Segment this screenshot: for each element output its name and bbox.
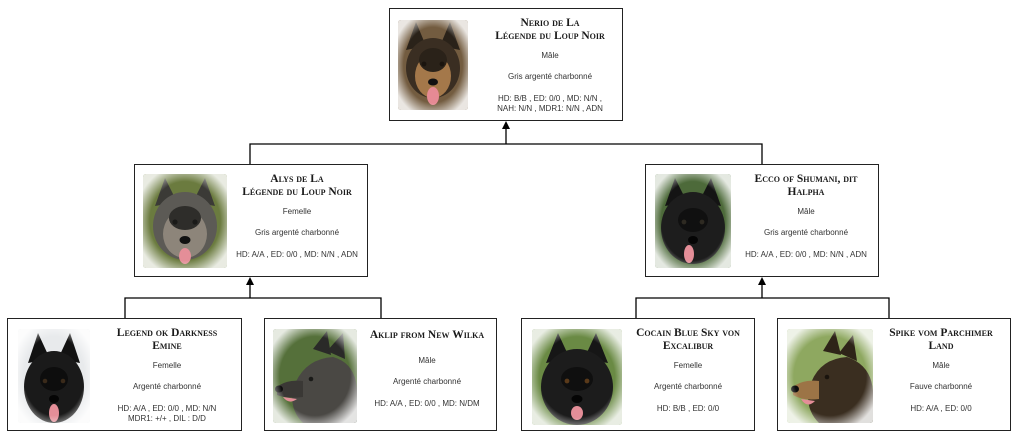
dog-health-nerio: HD: B/B , ED: 0/0 , MD: N/N , NAH: N/N ,… [497, 94, 603, 113]
dog-health-cocain: HD: B/B , ED: 0/0 [656, 404, 720, 413]
dog-photo-ecco [655, 174, 731, 268]
card-aklip[interactable]: Aklip from New Wilka Mâle Argenté charbo… [264, 318, 497, 431]
dog-color-cocain: Argenté charbonné [653, 382, 723, 391]
dog-sex-nerio: Mâle [541, 51, 559, 60]
dog-spike-icon [787, 329, 873, 423]
dog-ecco-icon [655, 174, 731, 268]
dog-name-alys: Alys de La Légende du Loup Noir [242, 173, 352, 198]
dog-name-legend: Legend ok Darkness Emine [116, 327, 218, 352]
dog-name-aklip: Aklip from New Wilka [369, 329, 485, 341]
connector-alys-parents [124, 283, 382, 318]
card-spike[interactable]: Spike vom Parchimer Land Mâle Fauve char… [777, 318, 1011, 431]
dog-alys-icon [143, 174, 227, 268]
connector-ecco-parents [635, 283, 890, 318]
card-alys[interactable]: Alys de La Légende du Loup Noir Femelle … [134, 164, 368, 277]
dog-aklip-icon [273, 329, 357, 423]
dog-name-spike: Spike vom Parchimer Land [889, 327, 993, 352]
info-legend: Legend ok Darkness Emine Femelle Argenté… [94, 327, 240, 424]
card-nerio[interactable]: Nerio de La Légende du Loup Noir Mâle Gr… [389, 8, 623, 121]
dog-health-alys: HD: A/A , ED: 0/0 , MD: N/N , ADN [236, 250, 358, 259]
card-ecco[interactable]: Ecco of Shumani, dit Halpha Mâle Gris ar… [645, 164, 879, 277]
info-alys: Alys de La Légende du Loup Noir Femelle … [229, 173, 365, 260]
card-legend[interactable]: Legend ok Darkness Emine Femelle Argenté… [7, 318, 242, 431]
dog-sex-legend: Femelle [152, 361, 182, 370]
dog-color-aklip: Argenté charbonné [392, 377, 462, 386]
dog-color-nerio: Gris argenté charbonné [507, 72, 593, 81]
dog-sex-spike: Mâle [932, 361, 950, 370]
dog-color-alys: Gris argenté charbonné [254, 228, 340, 237]
dog-sex-alys: Femelle [282, 207, 312, 216]
dog-sex-ecco: Mâle [797, 207, 815, 216]
dog-nerio-icon [398, 20, 468, 110]
dog-cocain-icon [532, 329, 622, 425]
card-cocain[interactable]: Cocain Blue Sky von Excalibur Femelle Ar… [521, 318, 755, 431]
info-spike: Spike vom Parchimer Land Mâle Fauve char… [874, 327, 1008, 414]
dog-health-spike: HD: A/A , ED: 0/0 [910, 404, 972, 413]
info-cocain: Cocain Blue Sky von Excalibur Femelle Ar… [622, 327, 754, 414]
dog-photo-legend [18, 329, 90, 423]
info-nerio: Nerio de La Légende du Loup Noir Mâle Gr… [480, 17, 620, 114]
dog-color-ecco: Gris argenté charbonné [763, 228, 849, 237]
info-aklip: Aklip from New Wilka Mâle Argenté charbo… [359, 329, 495, 409]
dog-photo-nerio [398, 20, 468, 110]
dog-legend-icon [18, 329, 90, 423]
dog-color-spike: Fauve charbonné [909, 382, 973, 391]
dog-health-legend: HD: A/A , ED: 0/0 , MD: N/N MDR1: +/+ , … [117, 404, 217, 423]
dog-photo-cocain [532, 329, 622, 425]
dog-name-nerio: Nerio de La Légende du Loup Noir [495, 17, 605, 42]
dog-health-ecco: HD: A/A , ED: 0/0 , MD: N/N , ADN [745, 250, 867, 259]
arrow-to-nerio [502, 121, 510, 129]
dog-name-cocain: Cocain Blue Sky von Excalibur [636, 327, 740, 352]
connector-nerio-parents [249, 127, 763, 164]
dog-photo-alys [143, 174, 227, 268]
dog-photo-spike [787, 329, 873, 423]
dog-color-legend: Argenté charbonné [132, 382, 202, 391]
arrow-to-alys [246, 277, 254, 285]
dog-photo-aklip [273, 329, 357, 423]
dog-name-ecco: Ecco of Shumani, dit Halpha [754, 173, 858, 198]
dog-sex-cocain: Femelle [673, 361, 703, 370]
dog-health-aklip: HD: A/A , ED: 0/0 , MD: N/DM [374, 399, 480, 408]
dog-sex-aklip: Mâle [418, 356, 436, 365]
info-ecco: Ecco of Shumani, dit Halpha Mâle Gris ar… [736, 173, 876, 260]
arrow-to-ecco [758, 277, 766, 285]
